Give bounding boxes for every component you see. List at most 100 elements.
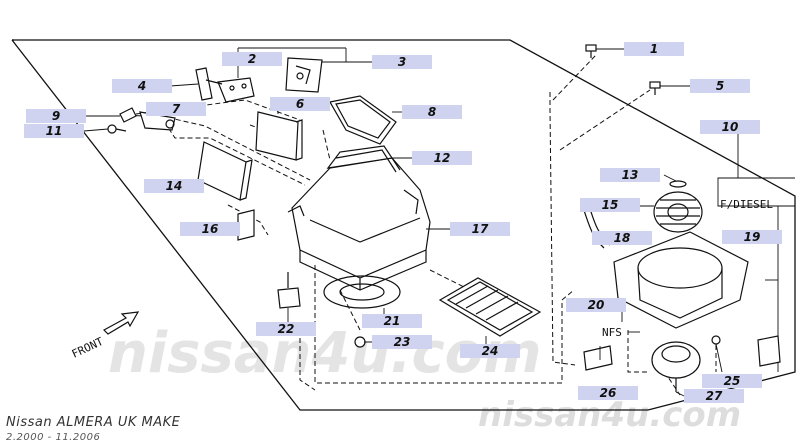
callout-box <box>402 105 462 119</box>
callout-box <box>112 79 172 93</box>
callout-21: 21 <box>362 314 422 328</box>
callout-3: 3 <box>372 55 432 69</box>
callout-number: 9 <box>52 109 60 123</box>
callout-number: 19 <box>744 230 761 244</box>
part-fan-15 <box>653 191 703 233</box>
callout-9: 9 <box>26 109 86 123</box>
callout-box <box>222 52 282 66</box>
callout-number: 8 <box>428 105 436 119</box>
callout-number: 1 <box>650 42 658 56</box>
callout-box <box>600 168 660 182</box>
callout-box <box>24 124 84 138</box>
callout-24: 24 <box>460 344 520 358</box>
callout-number: 10 <box>722 120 739 134</box>
callout-number: 2 <box>248 52 256 66</box>
callout-17: 17 <box>450 222 510 236</box>
part-door-14 <box>197 141 253 201</box>
callout-8: 8 <box>402 105 462 119</box>
part-bracket-2 <box>217 77 255 103</box>
callout-number: 4 <box>137 79 146 93</box>
callout-22: 22 <box>256 322 316 336</box>
callout-number: 24 <box>482 344 499 358</box>
callout-number: 3 <box>398 55 406 69</box>
callout-number: 18 <box>614 231 631 245</box>
callout-box <box>592 231 652 245</box>
front-arrow <box>103 311 140 335</box>
callout-number: 22 <box>278 322 295 336</box>
callout-number: 6 <box>296 97 304 111</box>
callout-box <box>566 298 626 312</box>
part-plate-19 <box>757 335 781 367</box>
callout-number: 13 <box>622 168 639 182</box>
callout-box <box>624 42 684 56</box>
part-door-6 <box>255 111 303 161</box>
blower-group-frame <box>717 137 795 207</box>
part-motor <box>583 341 701 392</box>
callout-box <box>372 335 432 349</box>
part-ring-21 <box>323 275 401 309</box>
callout-1: 1 <box>624 42 684 56</box>
callout-7: 7 <box>146 102 206 116</box>
callout-number: 11 <box>46 124 63 138</box>
callout-15: 15 <box>580 198 640 212</box>
caption-model: Nissan ALMERA UK MAKE <box>6 415 181 430</box>
part-screw-25 <box>711 335 721 345</box>
callout-number: 16 <box>202 222 219 236</box>
callout-box <box>412 151 472 165</box>
callout-number: 5 <box>716 79 724 93</box>
callout-25: 25 <box>702 374 762 388</box>
callout-number: 23 <box>394 335 411 349</box>
callout-box <box>362 314 422 328</box>
callout-box <box>372 55 432 69</box>
part-bolt-5 <box>649 81 661 95</box>
callout-box <box>144 179 204 193</box>
part-clip-23 <box>354 336 366 348</box>
callout-number: 26 <box>600 386 617 400</box>
callout-11: 11 <box>24 124 84 138</box>
callout-27: 27 <box>684 389 744 403</box>
callout-14: 14 <box>144 179 204 193</box>
callout-13: 13 <box>600 168 660 182</box>
callout-number: 20 <box>588 298 605 312</box>
callout-16: 16 <box>180 222 240 236</box>
part-seal-16 <box>237 209 255 241</box>
label-fdiesel: F/DIESEL <box>720 198 773 211</box>
callout-19: 19 <box>722 230 782 244</box>
part-screw-11 <box>107 124 127 134</box>
callout-number: 25 <box>724 374 741 388</box>
callout-box <box>460 344 520 358</box>
callout-20: 20 <box>566 298 626 312</box>
part-connector-22 <box>277 272 301 309</box>
callout-6: 6 <box>270 97 330 111</box>
callout-number: 21 <box>384 314 401 328</box>
part-filter-24 <box>438 277 542 337</box>
callout-5: 5 <box>690 79 750 93</box>
callout-10: 10 <box>700 120 760 134</box>
callout-4: 4 <box>112 79 172 93</box>
callout-number: 14 <box>166 179 183 193</box>
part-bracket-4 <box>195 67 223 101</box>
callout-box <box>684 389 744 403</box>
callout-23: 23 <box>372 335 432 349</box>
part-housing <box>287 145 431 291</box>
callout-18: 18 <box>592 231 652 245</box>
callout-box <box>256 322 316 336</box>
callout-box <box>700 120 760 134</box>
callout-26: 26 <box>578 386 638 400</box>
callout-12: 12 <box>412 151 472 165</box>
callout-box <box>26 109 86 123</box>
callout-number: 12 <box>434 151 451 165</box>
part-blower-case-20 <box>613 231 749 329</box>
label-nfs: NFS <box>602 326 622 339</box>
part-bracket-3 <box>285 57 323 93</box>
callout-number: 7 <box>172 102 181 116</box>
callout-box <box>146 102 206 116</box>
callout-number: 15 <box>602 198 619 212</box>
callout-box <box>580 198 640 212</box>
dashed-bracket-left <box>127 114 311 181</box>
callout-box <box>578 386 638 400</box>
outer-frame <box>11 39 796 411</box>
callout-box <box>690 79 750 93</box>
